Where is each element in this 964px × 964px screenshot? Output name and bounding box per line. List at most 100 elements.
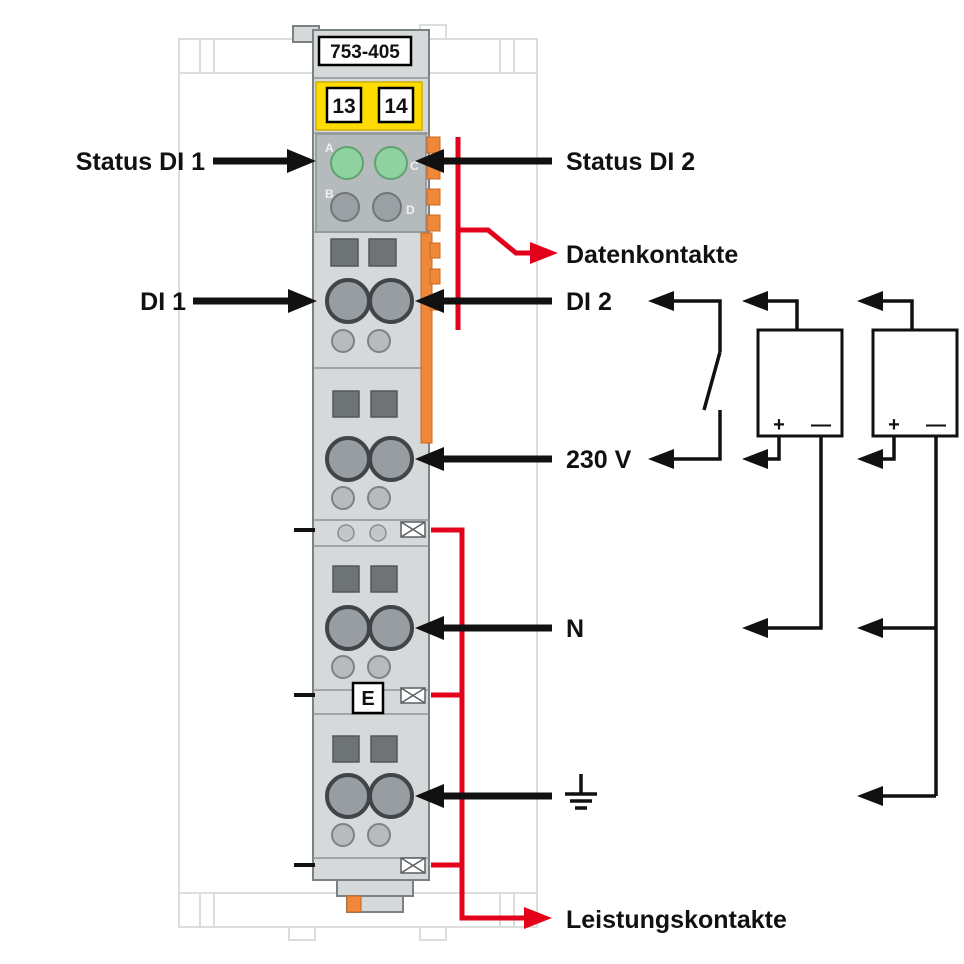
source-2-minus-wire [883,436,938,798]
source-1-plus: + [773,414,785,436]
arrowhead-source2-top [857,291,883,311]
arrow-di2 [415,289,552,313]
source-1-minus: — [811,414,831,436]
power-contacts-path [431,527,526,921]
data-contact-rail [420,232,433,444]
arrow-di1 [193,289,317,313]
clamp-di1 [325,278,371,324]
source-1-plus-wire [768,436,781,461]
marker-label: E [361,688,374,710]
led-panel-bg [315,133,427,233]
external-circuit: + — + — [648,291,959,806]
clamp-230v [368,436,414,482]
arrowhead-source2-plus [857,449,883,469]
release-latch [346,895,362,913]
arrowhead-source2-n [857,618,883,638]
source-2-plus-wire [883,436,896,461]
wire-entry [368,238,397,267]
actuation-opening [367,486,391,510]
actuation-opening [367,655,391,679]
power-source-1: + — [742,291,844,638]
source-2-minus: — [926,414,946,436]
carrier-ticks [199,39,515,927]
power-jumper-contact-x [400,521,426,538]
terminal-14: 14 [384,95,408,118]
data-contact-tab [426,214,441,232]
power-jumper-contact-x [400,687,426,704]
arrowhead [415,784,444,808]
data-contacts-branch [458,227,532,256]
led-status-di2 [374,146,408,180]
io-module: 753-405 13 14 A B C D [292,25,441,913]
power-contacts-arrowhead [524,907,552,929]
power-jumper-row-1 [294,521,426,542]
actuation-opening [331,655,355,679]
led-status-di1 [330,146,364,180]
actuation-opening [367,329,391,353]
actuation-opening [367,823,391,847]
arrow-230v [415,447,552,471]
source-2-box [871,328,959,438]
led-b [330,192,360,222]
power-jumper-row-3 [294,857,426,874]
terminal-unit-n [325,565,414,679]
terminal-number-block: 13 14 [315,81,423,131]
wire-entry [370,390,398,418]
label-datenkontakte: Datenkontakte [566,241,738,269]
arrow-status-di2 [415,149,552,173]
arrowhead [415,289,444,313]
jumper-opening [369,524,387,542]
terminal-13-box [325,86,363,124]
wire-entry [330,238,359,267]
arrow-status-di1 [213,149,316,173]
clamp-di2 [368,278,414,324]
label-230v: 230 V [566,446,632,474]
wire-entry [332,565,360,593]
arrow-n [415,616,552,640]
label-status-di1: Status DI 1 [76,148,205,176]
terminal-unit-230v [325,390,414,510]
clamp-n [368,605,414,651]
arrowhead-source2-ground [857,786,883,806]
label-n: N [566,615,584,643]
part-number: 753-405 [330,42,400,63]
source-1-box [756,328,844,438]
switch-wire-top [674,299,722,352]
led-letter-b: B [325,187,334,201]
wire-entry [370,735,398,763]
led-letter-c: C [410,159,419,173]
terminal-14-box [377,86,415,124]
arrowhead-source1-minus [742,618,768,638]
connection-arrows [193,149,552,808]
part-number-box [317,35,413,67]
source-2-top-wire [883,299,914,330]
arrowhead-source1-plus [742,449,768,469]
clamp-ground [368,773,414,819]
label-status-di2: Status DI 2 [566,148,695,176]
led-panel: A B C D [315,133,427,233]
arrowhead [415,447,444,471]
source-1-minus-wire [768,436,823,630]
switch-wire-bottom [674,410,722,461]
arrowhead-source1-top [742,291,768,311]
led-letter-d: D [406,203,415,217]
label-di2: DI 2 [566,288,612,316]
led-letter-a: A [325,141,334,155]
clamp-230v [325,436,371,482]
arrowhead [415,149,444,173]
actuation-opening [331,823,355,847]
data-contact-tab [429,242,441,259]
terminal-13: 13 [332,95,355,118]
ground-symbol-path [565,774,597,810]
jumper-opening [337,524,355,542]
label-leistungskontakte: Leistungskontakte [566,906,787,934]
arrowhead-di2-ext [648,291,674,311]
led-d [372,192,402,222]
data-contact-tab [426,188,441,206]
data-contact-tab [426,136,441,154]
source-2-plus: + [888,414,900,436]
switch-branch [648,291,722,469]
carrier-tab-bottom-left [288,926,316,941]
wire-entry [370,565,398,593]
